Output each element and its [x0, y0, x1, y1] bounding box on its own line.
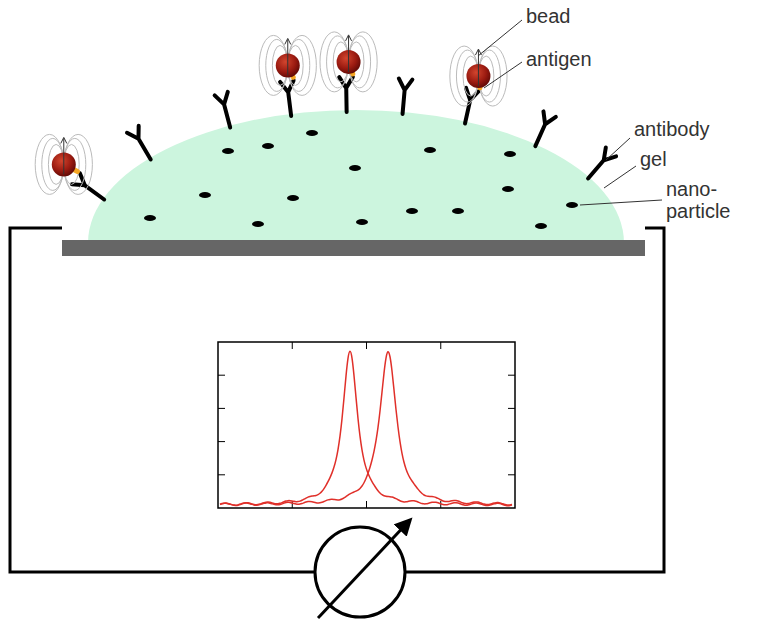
- part-label: nano- particle: [666, 178, 752, 222]
- nanoparticles: [144, 130, 578, 229]
- meter-arrow: [318, 520, 410, 618]
- gel-dome: [88, 110, 624, 243]
- substrate: [62, 240, 645, 256]
- part-label: antibody: [634, 118, 754, 140]
- part-label: bead: [526, 5, 646, 27]
- plot-frame: [218, 342, 515, 508]
- antibodies: [72, 77, 616, 200]
- plot-ticks: [218, 342, 515, 508]
- leader-lines: [478, 20, 662, 205]
- circuit-wire: [10, 228, 664, 572]
- part-label: antigen: [526, 48, 646, 70]
- part-label: gel: [640, 148, 750, 170]
- plot-curves: [220, 351, 512, 505]
- beads: [35, 32, 507, 195]
